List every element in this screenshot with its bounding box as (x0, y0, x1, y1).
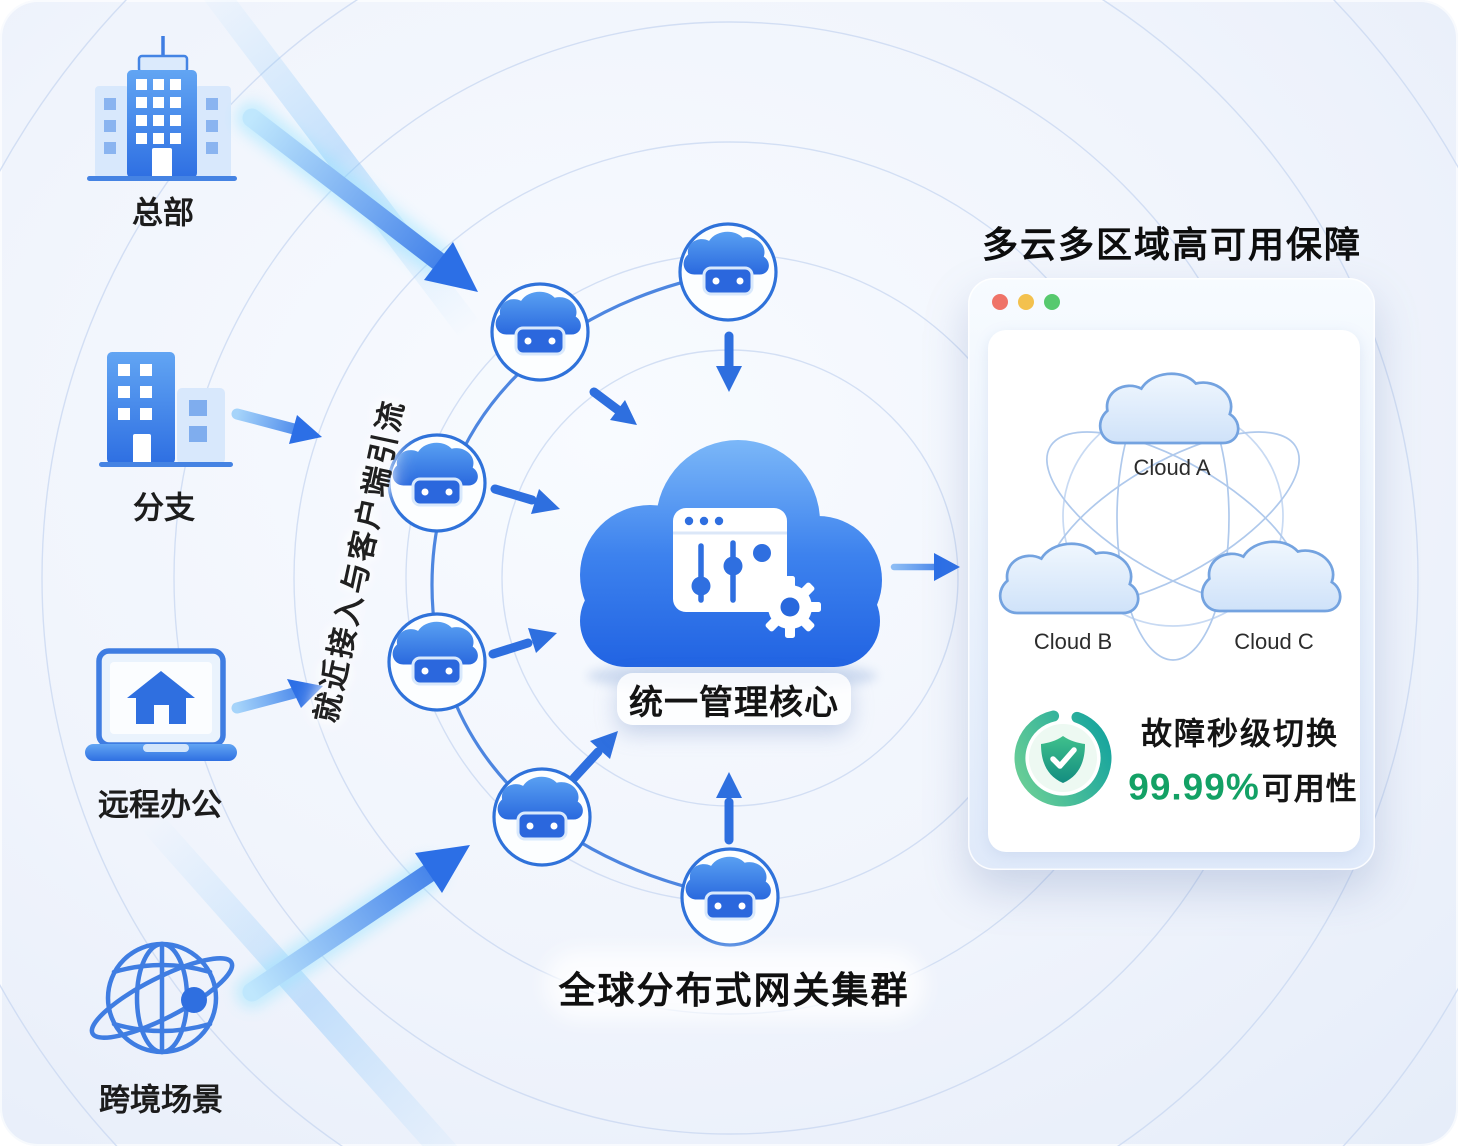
laptop-home-icon (85, 648, 237, 761)
gateway-cluster-label: 全球分布式网关集群 (558, 970, 910, 1011)
cloud-c-label: Cloud C (1234, 629, 1314, 654)
traffic-light-minimize-icon (1018, 294, 1034, 310)
branch-building-icon (99, 352, 233, 467)
gateway-node (490, 282, 590, 382)
gateway-nodes (387, 222, 780, 947)
core-label-pill: 统一管理核心 (617, 673, 851, 725)
gateway-node (678, 222, 778, 322)
gateway-cloud-icon (392, 621, 478, 686)
cloud-b-label: Cloud B (1033, 629, 1113, 654)
cluster-label-glow (545, 950, 925, 1020)
arrow-remote-to-gateway (231, 679, 323, 714)
gateway-cloud-icon (497, 776, 583, 841)
ha-card-title: 多云多区域高可用保障 (981, 224, 1362, 265)
headquarters-building-icon (87, 36, 237, 181)
arrow-core-to-ha-card (890, 553, 960, 581)
globe-orbit-icon (89, 941, 235, 1055)
gateway-node (387, 612, 487, 712)
gateway-node-arrow (589, 387, 637, 425)
gateway-cloud-icon (392, 442, 478, 507)
gateway-cloud-icon (685, 856, 771, 921)
gear-icon (759, 576, 821, 638)
crossborder-label: 跨境场景 (99, 1082, 223, 1118)
failover-label: 故障秒级切换 (1141, 716, 1339, 752)
management-console-icon (673, 508, 787, 612)
gateway-cloud-icon (495, 291, 581, 356)
cloud-b-icon (998, 542, 1140, 615)
home-icon (127, 671, 195, 724)
gateway-node (680, 847, 780, 947)
hq-label: 总部 (132, 195, 194, 231)
gateway-node-arrow (488, 628, 557, 659)
gateway-node (492, 767, 592, 867)
gateway-node-arrow (569, 731, 618, 783)
shield-check-icon (1041, 736, 1085, 783)
ha-card-panel: Cloud A Cloud B Cloud C (988, 330, 1360, 852)
cloud-mesh (998, 372, 1342, 661)
gateway-node-arrow (490, 484, 560, 514)
availability-value: 99.99% (1128, 766, 1260, 808)
arrow-crossborder-to-gateway (236, 845, 470, 1008)
ha-card-window: Cloud A Cloud B Cloud C (968, 278, 1375, 870)
management-cloud-icon (580, 440, 882, 692)
arrow-branch-to-gateway (231, 408, 322, 444)
availability-row: 99.99% 可用性 (1128, 764, 1358, 809)
core-label: 统一管理核心 (629, 683, 839, 722)
branch-label: 分支 (133, 490, 195, 526)
availability-suffix: 可用性 (1261, 771, 1358, 807)
remote-label: 远程办公 (98, 787, 222, 823)
cloud-a-label: Cloud A (1133, 455, 1211, 480)
gateway-node-arrow (716, 772, 742, 845)
gateway-node (387, 433, 487, 533)
traffic-light-close-icon (992, 294, 1008, 310)
arrow-hq-to-gateway (236, 102, 478, 292)
gateway-node-arrows (488, 331, 742, 845)
cloud-a-icon (1098, 372, 1240, 445)
gateway-node-arrow (716, 331, 742, 392)
availability-ring-icon (1014, 709, 1112, 807)
gateway-cloud-icon (683, 231, 769, 296)
traffic-light-maximize-icon (1044, 294, 1060, 310)
